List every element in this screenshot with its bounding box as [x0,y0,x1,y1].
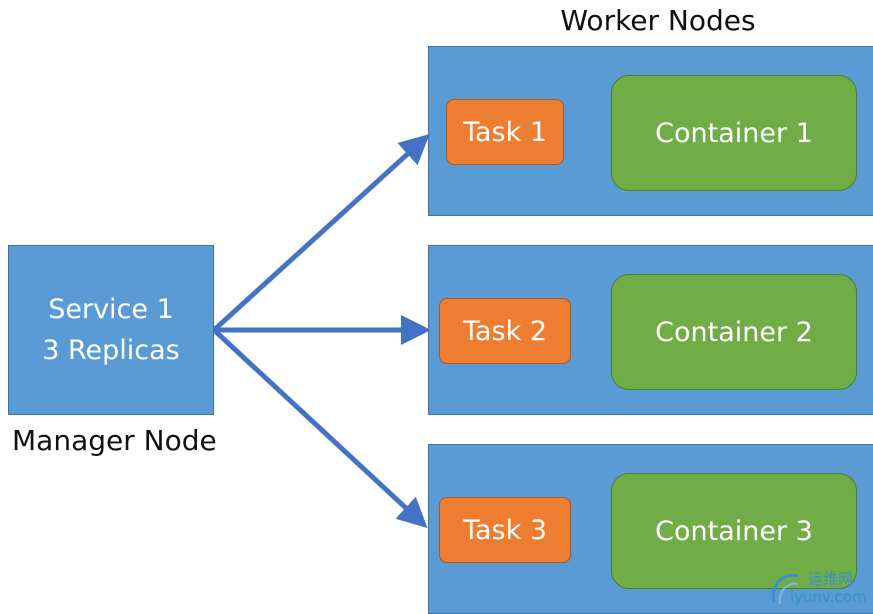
container-1-label: Container 1 [655,117,813,149]
task-1: Task 1 [446,99,564,165]
task-1-label: Task 1 [462,116,548,148]
watermark: 运维网 iyunv.com [768,566,870,610]
container-2: Container 2 [611,274,857,390]
watermark-chinese: 运维网 [808,570,854,588]
service-replicas: 3 Replicas [42,335,180,366]
task-3: Task 3 [439,497,571,563]
task-2-label: Task 2 [462,315,548,347]
container-3-label: Container 3 [655,515,813,547]
container-2-label: Container 2 [655,316,813,348]
watermark-domain: iyunv.com [790,588,867,606]
task-2: Task 2 [439,298,571,364]
service-name: Service 1 [48,294,174,325]
container-3: Container 3 [611,473,857,589]
worker-node-1: Task 1 Container 1 [428,46,873,216]
arrow-to-worker-3 [212,328,428,529]
watermark-logo-icon [771,573,799,605]
manager-node-box: Service 1 3 Replicas [8,245,214,415]
arrow-to-worker-1 [212,133,430,332]
task-3-label: Task 3 [462,514,548,546]
worker-node-3: Task 3 Container 3 [428,444,873,614]
container-1: Container 1 [611,75,857,191]
manager-node-label: Manager Node [12,424,217,457]
worker-nodes-label: Worker Nodes [560,4,756,37]
worker-node-2: Task 2 Container 2 [428,245,873,415]
